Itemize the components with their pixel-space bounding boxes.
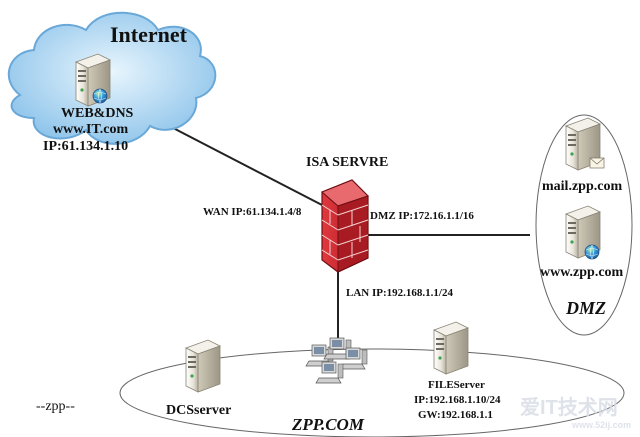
mail-icon	[589, 157, 605, 169]
globe-icon	[584, 244, 600, 260]
web-server-name: www.zpp.com	[540, 265, 624, 280]
firewall: ISA SERVRE WAN IP:61.134.1.4/8	[203, 155, 474, 299]
watermark-url: www.52ij.com	[571, 420, 631, 430]
web-server: www.zpp.com	[540, 205, 624, 280]
wan-link	[147, 114, 323, 206]
server-icon	[185, 339, 221, 393]
dmz-ellipse	[535, 114, 633, 336]
dmz-ip-label: DMZ IP:172.16.1.1/16	[370, 210, 474, 222]
dc-server: DCSserver	[166, 339, 231, 418]
file-server: FILEServer IP:192.168.1.10/24 GW:192.168…	[414, 321, 501, 421]
file-server-ip: IP:192.168.1.10/24	[414, 394, 501, 406]
web-dns-ip: IP:61.134.1.10	[43, 139, 128, 154]
dmz-zone: mail.zpp.com www.zpp.com DMZ	[535, 114, 633, 336]
file-server-gw: GW:192.168.1.1	[418, 409, 493, 421]
footer-zpp-label: --zpp--	[36, 399, 75, 414]
internet-title: Internet	[110, 22, 188, 47]
mail-server: mail.zpp.com	[542, 117, 622, 194]
mail-server-name: mail.zpp.com	[542, 179, 622, 194]
workstations	[305, 337, 368, 384]
firewall-title: ISA SERVRE	[306, 155, 388, 170]
dmz-zone-label: DMZ	[565, 298, 606, 318]
lan-zone-label: ZPP.COM	[291, 415, 365, 434]
web-dns-name: WEB&DNS	[61, 106, 134, 121]
dc-server-name: DCSserver	[166, 403, 231, 418]
lan-ip-label: LAN IP:192.168.1.1/24	[346, 287, 453, 299]
firewall-brick-icon	[321, 179, 369, 273]
watermark-text: 爱IT技术网	[520, 395, 618, 419]
lan-zone: DCSserver FILEServer IP:192.168.1.10/24 …	[119, 321, 625, 437]
internet-cloud: Internet	[7, 11, 217, 145]
connection-lines	[147, 114, 530, 345]
web-dns-domain: www.IT.com	[53, 122, 129, 137]
wan-ip-label: WAN IP:61.134.1.4/8	[203, 206, 302, 218]
web-dns-server: WEB&DNS www.IT.com IP:61.134.1.10	[43, 53, 134, 154]
server-icon	[433, 321, 469, 375]
globe-icon	[92, 88, 108, 104]
file-server-name: FILEServer	[428, 379, 485, 391]
lan-ellipse	[119, 348, 625, 437]
